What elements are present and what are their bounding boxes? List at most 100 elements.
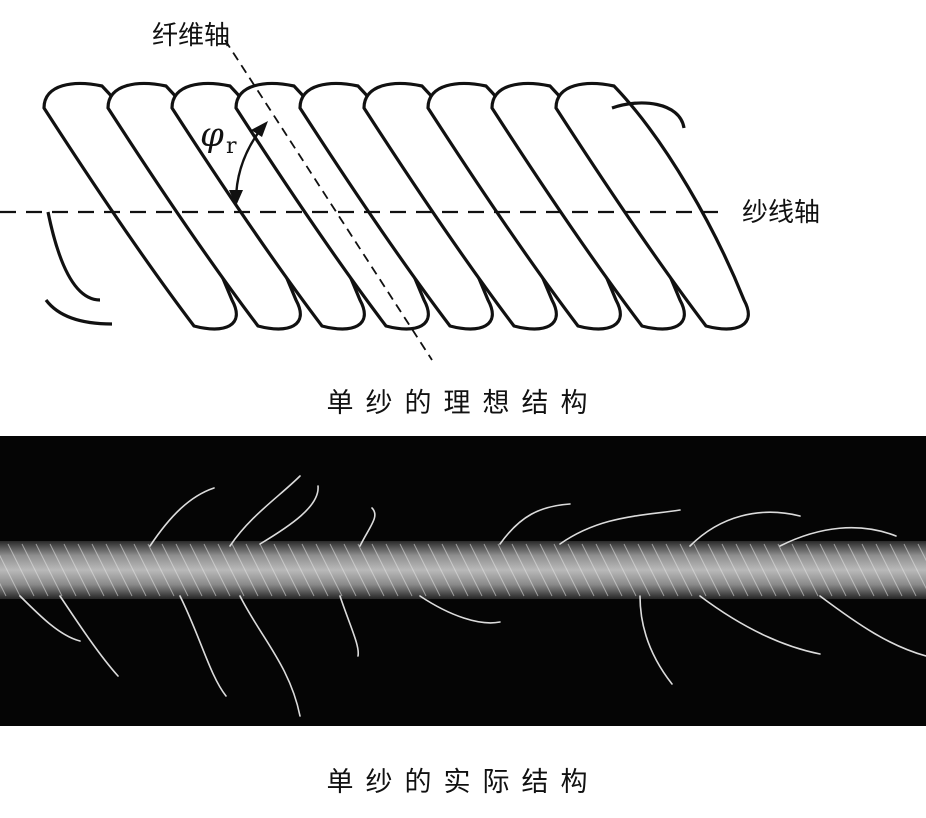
twist-strand bbox=[231, 543, 259, 597]
hair-fiber bbox=[779, 526, 897, 547]
twist-strand bbox=[217, 543, 245, 597]
hair-fiber bbox=[259, 485, 319, 545]
angle-symbol: φ bbox=[200, 115, 224, 155]
twist-strand bbox=[763, 543, 791, 597]
twist-strand bbox=[77, 543, 105, 597]
hair-fiber bbox=[559, 509, 681, 545]
helix-coil bbox=[554, 81, 750, 331]
hair-fiber bbox=[819, 595, 926, 657]
twist-strand bbox=[315, 543, 343, 597]
twist-strand bbox=[539, 543, 567, 597]
twist-strand bbox=[721, 543, 749, 597]
twist-strand bbox=[301, 543, 329, 597]
twist-strand bbox=[273, 543, 301, 597]
helix-coil bbox=[362, 81, 558, 331]
helix-coil-edge bbox=[46, 211, 101, 302]
twist-strand bbox=[133, 543, 161, 597]
twist-strand bbox=[791, 543, 819, 597]
twist-strand bbox=[35, 543, 63, 597]
twist-strand bbox=[21, 543, 49, 597]
twist-strand bbox=[511, 543, 539, 597]
helix-coil-edge bbox=[611, 101, 686, 129]
hair-fiber bbox=[359, 507, 376, 547]
twist-strand bbox=[161, 543, 189, 597]
twist-strand bbox=[0, 554, 21, 597]
twist-strand bbox=[371, 543, 399, 597]
twist-strand bbox=[847, 543, 875, 597]
twist-strand bbox=[385, 543, 413, 597]
twist-strand bbox=[833, 543, 861, 597]
hair-fiber bbox=[689, 511, 801, 547]
twist-strand bbox=[105, 543, 133, 597]
twist-strand bbox=[497, 543, 525, 597]
twist-strand bbox=[49, 543, 77, 597]
twist-strand bbox=[63, 543, 91, 597]
twist-strand bbox=[483, 543, 511, 597]
angle-subscript: r bbox=[226, 134, 237, 159]
actual-yarn-photo bbox=[0, 436, 926, 726]
twist-strand bbox=[175, 543, 203, 597]
twist-strand bbox=[399, 543, 427, 597]
yarn-twist-strands bbox=[0, 543, 926, 597]
twist-strand bbox=[595, 543, 623, 597]
hair-fiber bbox=[419, 595, 501, 624]
helix-coil bbox=[106, 81, 302, 331]
hair-fiber bbox=[699, 595, 821, 655]
twist-strand bbox=[287, 543, 315, 597]
yarn-axis-label: 纱线轴 bbox=[742, 198, 820, 228]
twist-strand bbox=[119, 543, 147, 597]
fiber-axis-line bbox=[224, 39, 433, 361]
helix-coil-edge bbox=[44, 298, 113, 326]
twist-strand bbox=[707, 543, 735, 597]
ideal-structure-caption: 单纱的理想结构 bbox=[326, 388, 600, 419]
twist-strand bbox=[469, 543, 497, 597]
twist-strand bbox=[245, 543, 273, 597]
twist-strand bbox=[693, 543, 721, 597]
hair-fiber bbox=[339, 595, 360, 657]
twist-strand bbox=[679, 543, 707, 597]
twist-strand bbox=[413, 543, 441, 597]
twist-strand bbox=[343, 543, 371, 597]
yarn-body bbox=[0, 541, 926, 599]
twist-strand bbox=[553, 543, 581, 597]
hair-fiber bbox=[239, 595, 301, 717]
twist-strand bbox=[805, 543, 833, 597]
hair-fiber bbox=[639, 595, 673, 685]
twist-strand bbox=[889, 543, 917, 597]
twist-strand bbox=[7, 543, 35, 597]
twist-strand bbox=[875, 543, 903, 597]
twist-strand bbox=[329, 543, 357, 597]
twist-strand bbox=[525, 543, 553, 597]
twist-strand bbox=[665, 543, 693, 597]
twist-strand bbox=[259, 543, 287, 597]
hair-fiber bbox=[499, 503, 571, 545]
twist-strand bbox=[609, 543, 637, 597]
twist-strand bbox=[441, 543, 469, 597]
twist-strand bbox=[819, 543, 847, 597]
twist-strand bbox=[623, 543, 651, 597]
twist-strand bbox=[637, 543, 665, 597]
twist-strand bbox=[147, 543, 175, 597]
twist-strand bbox=[581, 543, 609, 597]
actual-structure-caption: 单纱的实际结构 bbox=[326, 767, 600, 798]
twist-strand bbox=[749, 543, 777, 597]
twist-strand bbox=[427, 543, 455, 597]
twist-strand bbox=[455, 543, 483, 597]
hair-fiber bbox=[179, 595, 227, 697]
twist-strand bbox=[777, 543, 805, 597]
twist-strand bbox=[0, 582, 7, 597]
hair-fiber bbox=[229, 475, 301, 547]
helix-coil bbox=[170, 81, 366, 331]
ideal-yarn-diagram: 纤维轴 纱线轴 φ r bbox=[0, 21, 820, 361]
protruding-fibers bbox=[19, 475, 926, 717]
fiber-axis-label: 纤维轴 bbox=[152, 21, 230, 51]
twist-strand bbox=[735, 543, 763, 597]
twist-strand bbox=[651, 543, 679, 597]
hair-fiber bbox=[19, 595, 81, 642]
twist-strand bbox=[567, 543, 595, 597]
angle-arrow-bottom bbox=[229, 190, 243, 206]
twist-strand bbox=[91, 543, 119, 597]
twist-strand bbox=[861, 543, 889, 597]
hair-fiber bbox=[149, 487, 215, 547]
helix-coil bbox=[42, 81, 238, 331]
